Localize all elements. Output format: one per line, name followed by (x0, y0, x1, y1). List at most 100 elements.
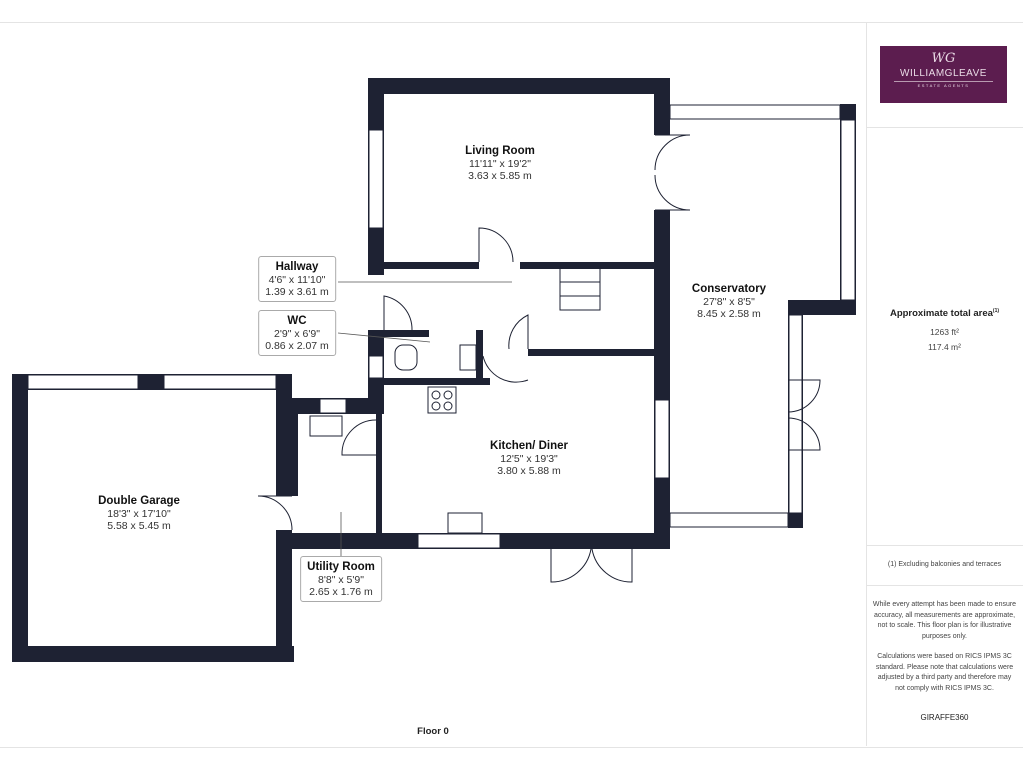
logo-monogram: WG (931, 51, 956, 66)
door-swing (591, 548, 633, 583)
door-swing (787, 379, 821, 413)
wall (12, 646, 294, 662)
garage-door (163, 374, 277, 390)
area-title: Approximate total area(1) (866, 308, 1023, 319)
door-swing (478, 227, 514, 263)
hob-burner (431, 390, 441, 400)
door-swing (482, 355, 529, 383)
sink (447, 512, 483, 534)
doors-and-fixtures (257, 134, 821, 583)
wall (654, 210, 670, 548)
window (368, 129, 384, 229)
room-imperial: 27'8" x 8'5" (703, 296, 755, 308)
calculation-note: Calculations were based on RICS IPMS 3C … (875, 653, 1014, 692)
wall (368, 78, 670, 94)
door-swing (550, 548, 592, 583)
room-metric: 3.63 x 5.85 m (468, 170, 532, 182)
room-metric: 1.39 x 3.61 m (265, 286, 329, 298)
logo-name: WILLIAMGLEAVE (900, 68, 987, 79)
room-imperial: 12'5" x 19'3" (500, 453, 558, 465)
window (654, 399, 670, 479)
room-metric: 3.80 x 5.88 m (497, 465, 561, 477)
window (669, 104, 841, 120)
info-sidebar (866, 22, 1024, 746)
basin (459, 344, 477, 371)
wall (276, 374, 292, 496)
room-name: Conservatory (691, 283, 767, 295)
room-name: Hallway (275, 261, 319, 273)
leader-lines (337, 281, 512, 556)
wall (520, 262, 655, 269)
leader-line (337, 332, 431, 343)
door-swing (257, 495, 293, 531)
room-name: WC (287, 315, 307, 327)
window (840, 119, 856, 301)
room-name: Utility Room (307, 561, 375, 573)
company-logo: WG WILLIAMGLEAVE ESTATE AGENTS (880, 46, 1007, 103)
floor-label: Floor 0 (417, 726, 449, 737)
area-m: 117.4 m² (928, 342, 961, 352)
wall (384, 330, 429, 337)
window (368, 355, 384, 379)
door-swing (654, 134, 691, 171)
wall (788, 300, 856, 315)
hob-burner (431, 401, 441, 411)
wall (12, 374, 28, 662)
wall (476, 330, 483, 380)
garage-door (27, 374, 139, 390)
door-swing (383, 295, 413, 331)
wall (292, 398, 298, 496)
door-swing (508, 314, 529, 350)
wall (276, 530, 292, 662)
room-metric: 2.65 x 1.76 m (309, 586, 373, 598)
wall (384, 378, 490, 385)
logo-subtitle: ESTATE AGENTS (894, 81, 993, 88)
room-imperial: 8'8" x 5'9" (318, 574, 364, 586)
wall (384, 262, 479, 269)
room-metric: 0.86 x 2.07 m (265, 340, 329, 352)
hob-burner (443, 390, 453, 400)
walls (12, 78, 856, 662)
room-name: Kitchen/ Diner (490, 440, 568, 452)
room-metric: 8.45 x 2.58 m (697, 308, 761, 320)
sink (309, 415, 343, 437)
room-imperial: 18'3" x 17'10" (107, 508, 171, 520)
door-swing (654, 174, 691, 211)
toilet (394, 344, 418, 371)
divider (866, 127, 1023, 128)
wall (654, 78, 670, 135)
wall (376, 414, 382, 534)
area-ft: 1263 ft² (930, 327, 959, 337)
room-imperial: 4'6" x 11'10" (268, 274, 326, 286)
door-swing (341, 419, 377, 456)
divider (866, 585, 1023, 586)
windows (27, 104, 856, 549)
window (319, 398, 347, 414)
provider-brand: GIRAFFE360 (920, 713, 969, 722)
hob (427, 386, 457, 414)
door-swing (787, 417, 821, 451)
room-name: Living Room (465, 145, 535, 157)
room-imperial: 2'9" x 6'9" (274, 328, 320, 340)
floor-plan (12, 78, 856, 662)
divider (866, 545, 1023, 546)
area-title-text: Approximate total area (889, 308, 993, 320)
room-metric: 5.58 x 5.45 m (107, 520, 171, 532)
window (417, 533, 501, 549)
stairs (559, 267, 601, 311)
page-frame (0, 22, 1023, 748)
window (669, 512, 789, 528)
hob-burner (443, 401, 453, 411)
footnote-mark: (1) (992, 308, 1000, 314)
room-imperial: 11'11" x 19'2" (469, 158, 531, 170)
window (788, 314, 803, 514)
footnote: (1) Excluding balconies and terraces (887, 561, 1002, 568)
room-name: Double Garage (98, 495, 180, 507)
